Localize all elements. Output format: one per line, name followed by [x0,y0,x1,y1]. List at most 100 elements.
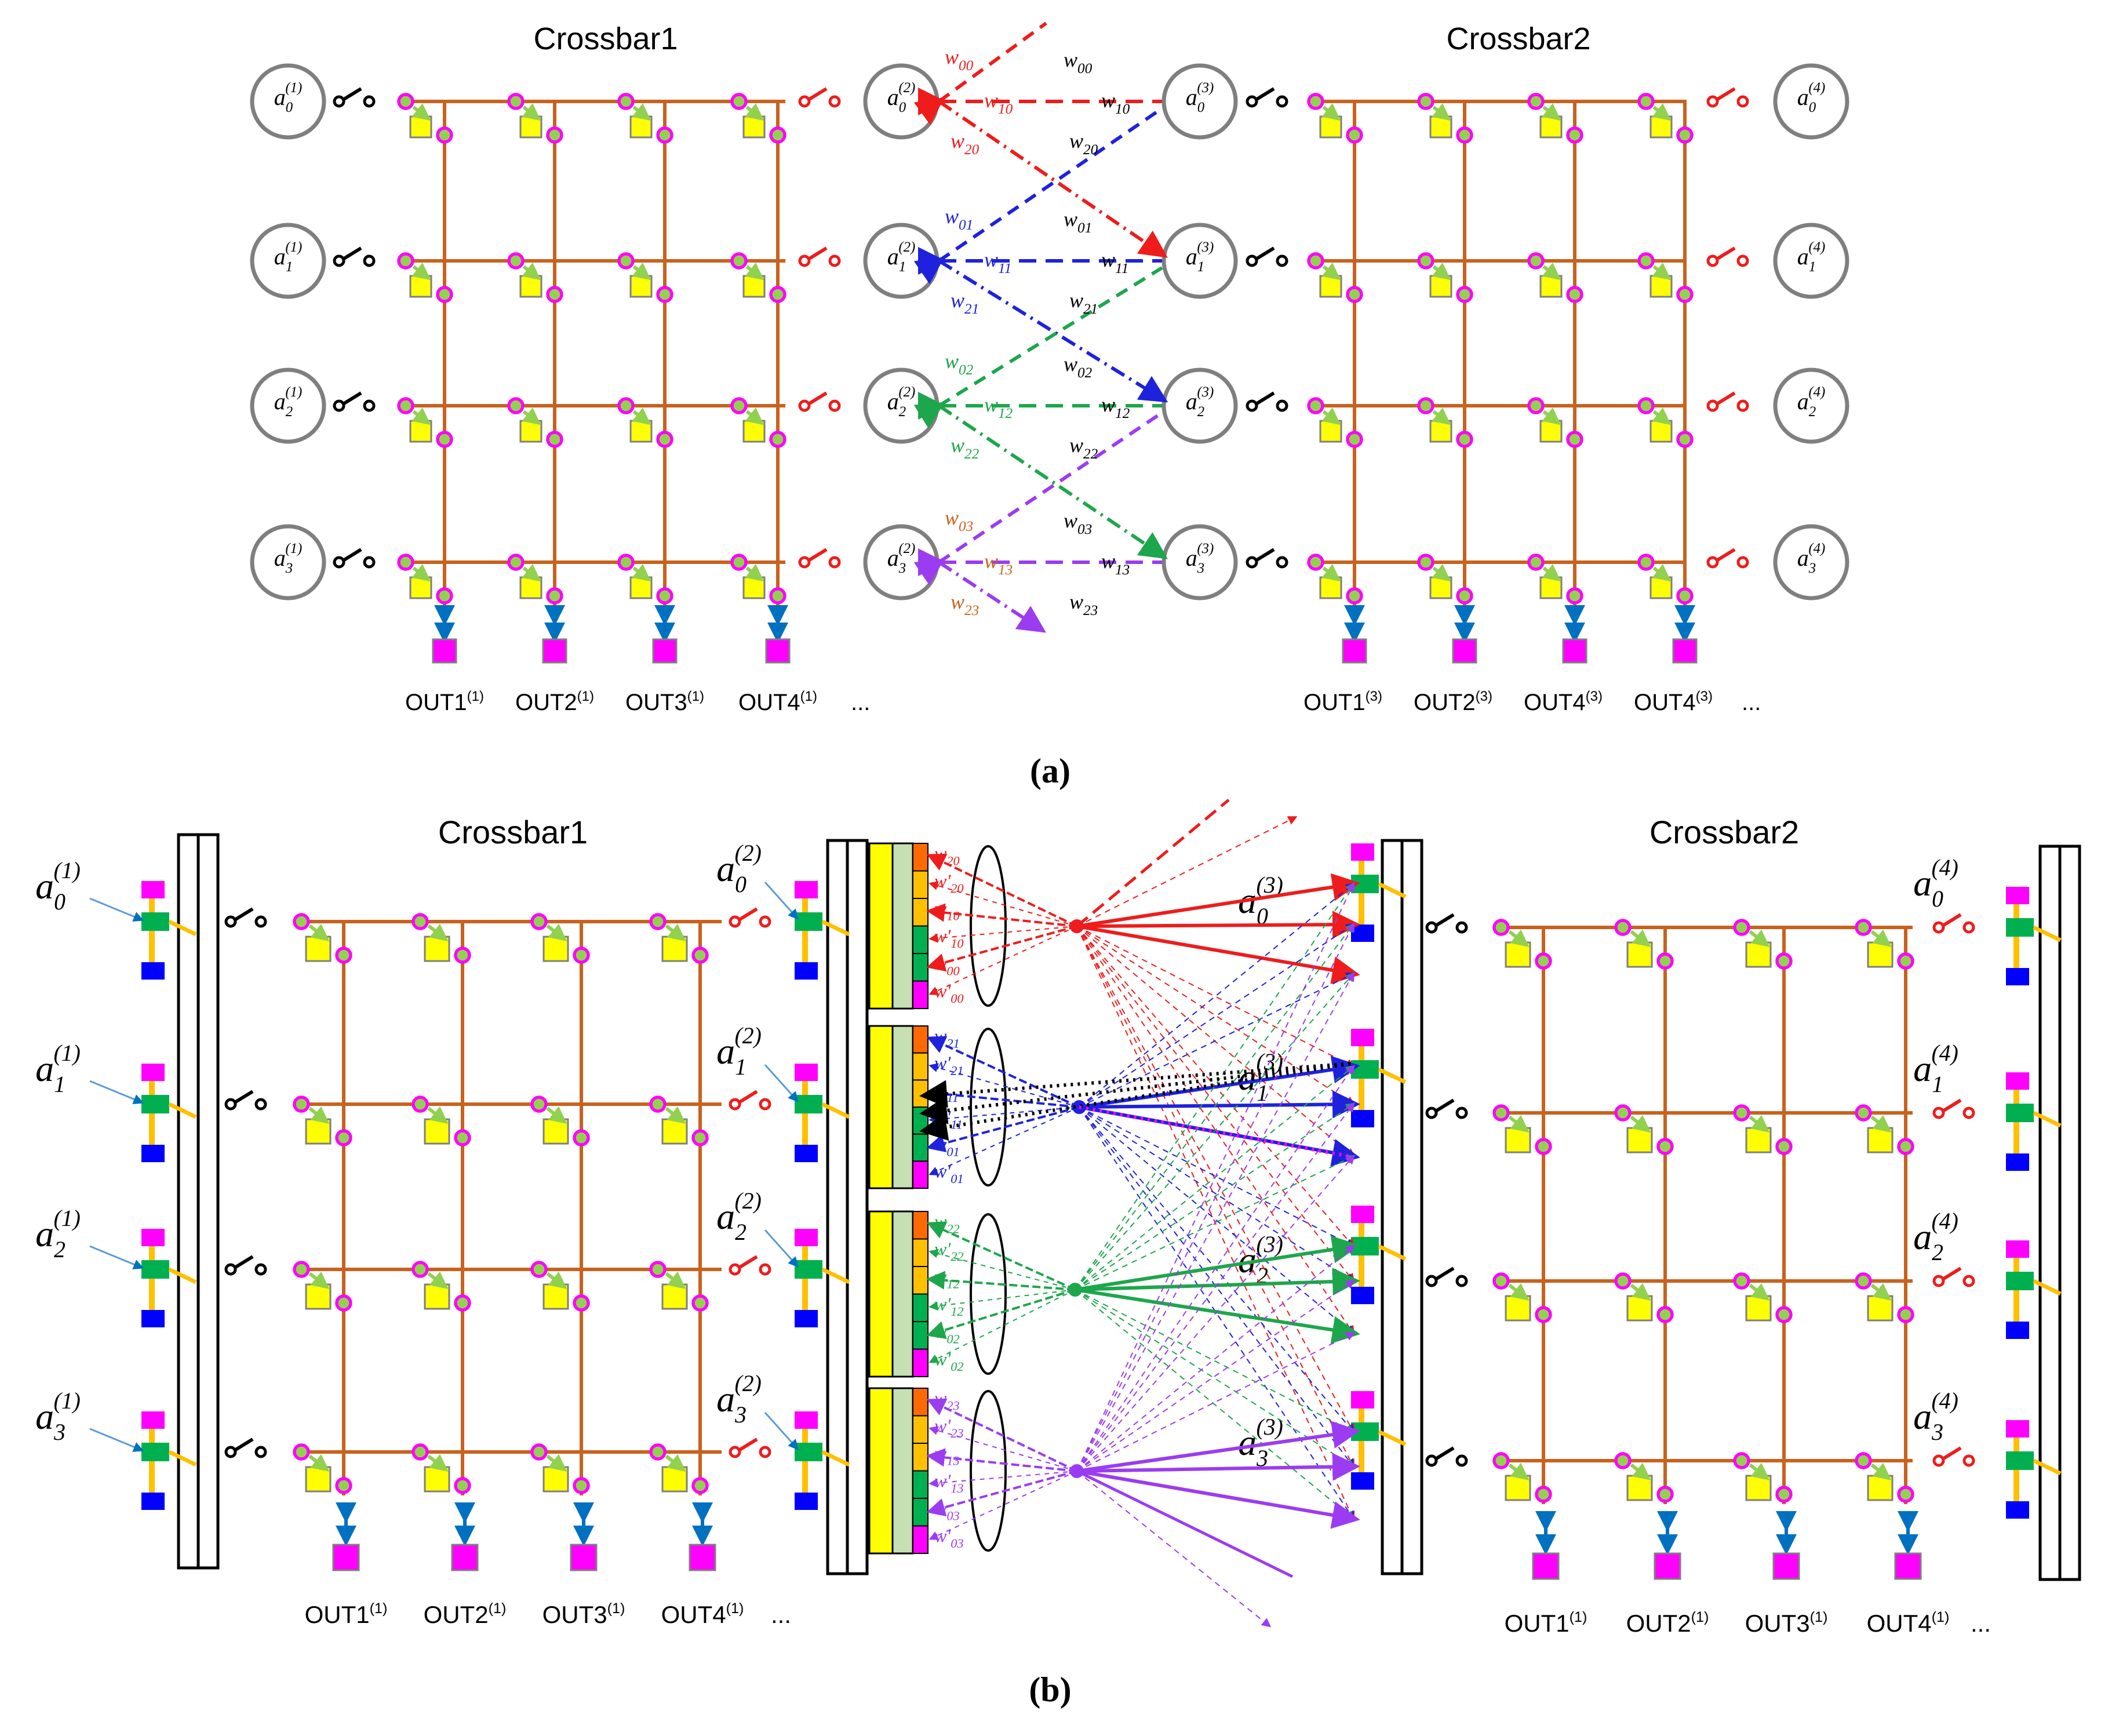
weight-cell [912,1025,928,1054]
cell-select-arrow [412,103,431,121]
stack-l3-2-blue [1351,1287,1374,1304]
weight-label-a-right: w02 [1064,352,1093,381]
weight-label-a-right: w12 [1101,393,1130,421]
crossbar2-a [1307,93,1694,606]
weight-label-a-right: w13 [1101,549,1130,578]
row-junction-dot [1307,554,1324,571]
stack-l2-0-blue [795,962,818,980]
memristor-cell [1650,420,1673,443]
cell-select-arrow [1432,563,1451,582]
hub-to-cell-arrow [928,1249,1076,1290]
row-junction-dot [1307,397,1324,414]
switch-in-b-1 [1246,246,1288,267]
cell-select-arrow [1508,1115,1530,1133]
row-junction-dot [530,1096,548,1113]
stack-l4-3-blue [2006,1501,2029,1519]
memristor-cell [305,936,332,962]
label-pointer [89,897,144,922]
memristor-cell [542,936,569,962]
ellipsis: ... [771,1601,791,1628]
col-junction-dot [573,1477,590,1494]
row-junction-dot [1855,1452,1872,1469]
col-junction-dot [454,1294,471,1312]
stack-l4-3-magenta [2006,1420,2029,1437]
stack-l3-0-magenta [1351,843,1374,861]
weight-cell [912,843,928,872]
connector [821,1102,850,1119]
switch-b2-out-0 [1932,913,1975,934]
stack-l2-1-green [795,1095,822,1113]
buffer-bar-right-in [1381,839,1404,1575]
memristor-cell [661,1283,688,1310]
switch-blade [1255,548,1275,562]
hub-to-cell-arrow [926,1470,1077,1517]
hub-to-neuron-line [1076,922,1354,1472]
switch-blade [1434,1266,1455,1281]
row-junction-dot [293,1261,310,1278]
switch-blade [342,391,362,406]
row-junction-dot [1637,554,1655,571]
switch-in-0 [333,87,376,108]
weight-cell [912,1470,928,1499]
switch-blade [1255,246,1275,261]
connector [1378,882,1407,899]
row-junction-dot [649,913,667,930]
weight-block-yellow [868,1210,894,1378]
switch-b2-in-0 [1425,913,1468,934]
cell-select-arrow [745,262,764,281]
hub-to-cell-arrow [926,1448,1077,1472]
switch-contact [828,254,841,267]
weight-arrow-down [938,259,1168,403]
stack-l1-0-blue [141,962,165,980]
cell-select-arrow [1321,407,1341,425]
node-b-layer1-0: a0(1) [35,858,81,915]
node-layer3-1 [1161,223,1238,299]
switch-contact [798,254,811,267]
switch-b2-in-3 [1425,1446,1468,1467]
row-junction-dot [1492,1452,1510,1469]
switch-blade [1942,1266,1962,1281]
weight-arrow-down [938,404,1168,559]
switch-blade [342,87,362,101]
switch-contact [798,556,811,569]
node-layer3-2-label: a2(3) [1186,384,1214,420]
row-junction-dot [1492,919,1510,936]
weight-label-b: w13 [934,1443,960,1468]
switch-contact [363,95,376,108]
cell-select-arrow [546,1271,567,1289]
row-junction-dot [507,93,525,110]
cell-select-arrow [745,103,764,121]
switch-blade [1942,913,1962,927]
output-pad [1452,638,1477,664]
switch-blade [234,907,254,922]
weight-cell [912,1133,928,1162]
weight-cell [912,953,928,982]
switch-contact [1455,1454,1468,1467]
col-junction-dot [656,126,673,144]
weight-label-a: w22 [951,434,980,462]
switch-out-3 [798,548,841,569]
switch-contact [1706,254,1719,267]
col-junction-dot [454,1129,471,1147]
switch-contact [224,1098,237,1111]
weight-arrow-down [938,561,1047,633]
switch-b2-out-2 [1932,1266,1975,1287]
label-pointer [764,1229,799,1268]
switch-out-b-2 [1706,391,1749,412]
hub-to-neuron-line [1079,1107,1355,1521]
row-junction-dot [649,1443,667,1461]
cell-select-arrow [1542,103,1561,121]
cell-select-arrow [412,407,431,425]
weight-block-green [891,1387,914,1555]
panel-a-caption: (a) [1030,752,1070,790]
cell-select-arrow [1630,1462,1651,1480]
memristor-cell [409,420,432,443]
row-junction-dot [397,554,414,571]
memristor-cell [629,275,653,298]
memristor-cell [742,275,766,298]
switch-contact [254,1263,267,1276]
hub-to-neuron-line [1079,1107,1355,1469]
switch-b2-out-1 [1932,1098,1975,1119]
weight-label-a: w02 [945,350,974,378]
